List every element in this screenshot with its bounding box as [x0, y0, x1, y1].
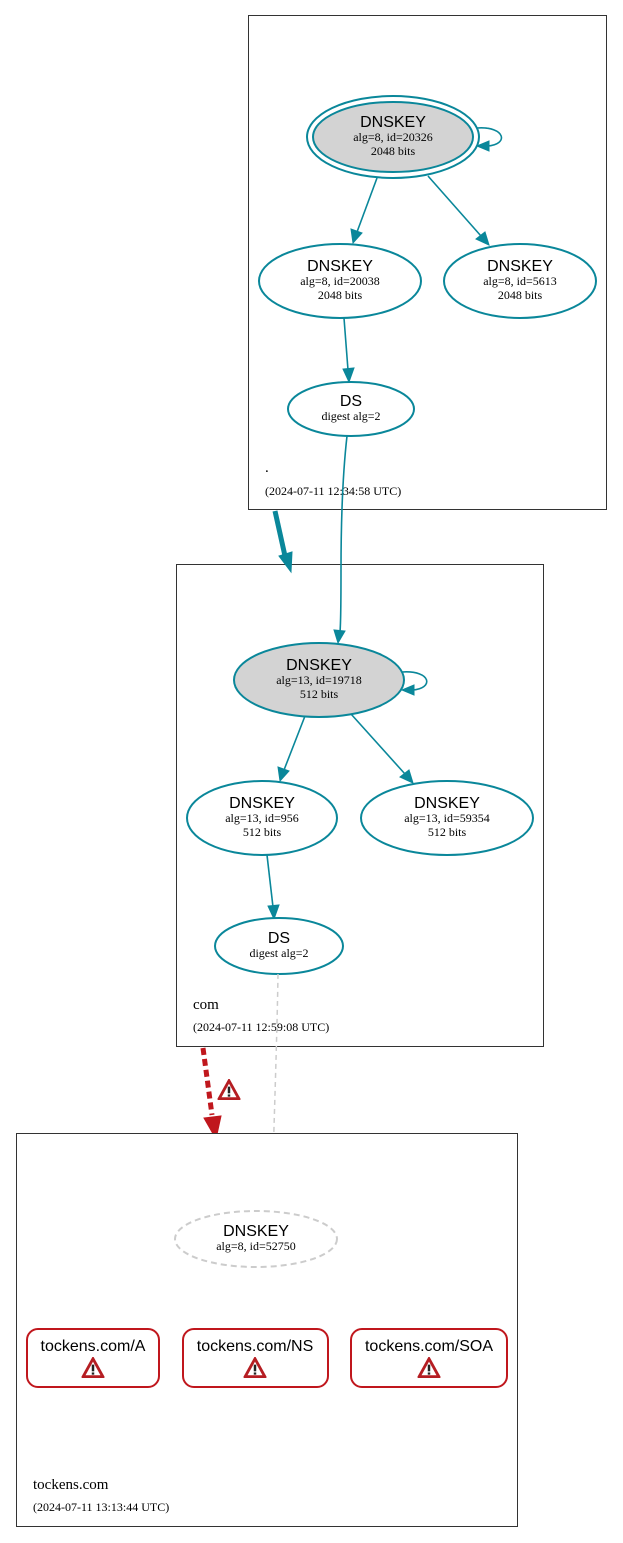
- record-a-label: tockens.com/A: [41, 1338, 146, 1355]
- com-zsk2-bits: 512 bits: [428, 825, 467, 839]
- root-zsk2-node[interactable]: DNSKEY alg=8, id=5613 2048 bits: [443, 243, 597, 319]
- com-ksk-alg: alg=13, id=19718: [276, 673, 362, 687]
- zone-com-label: com: [193, 997, 219, 1013]
- zone-root-label: .: [265, 460, 269, 476]
- root-ksk-to-zsk1-arrow: [350, 228, 363, 245]
- com-ksk-to-zsk1-edge: [283, 715, 306, 771]
- com-to-tockens-delegation-edge: [200, 1047, 215, 1116]
- com-zsk1-to-ds-arrow: [267, 904, 280, 921]
- com-zsk1-title: DNSKEY: [229, 795, 295, 812]
- tockens-dnskey-alg: alg=8, id=52750: [216, 1239, 296, 1253]
- com-zsk2-title: DNSKEY: [414, 795, 480, 812]
- com-zsk2-node[interactable]: DNSKEY alg=13, id=59354 512 bits: [360, 780, 534, 856]
- com-ksk-title: DNSKEY: [286, 657, 352, 674]
- tockens-dnskey-title: DNSKEY: [223, 1223, 289, 1240]
- zone-com: DNSKEY alg=13, id=19718 512 bits DNSKEY …: [176, 564, 544, 1047]
- com-ksk-node[interactable]: DNSKEY alg=13, id=19718 512 bits: [233, 642, 405, 718]
- root-ksk-to-zsk2-edge: [427, 175, 482, 237]
- delegation-warning-icon[interactable]: [217, 1079, 241, 1100]
- root-ksk-to-zsk2-arrow: [475, 231, 490, 246]
- com-ksk-to-zsk2-edge: [350, 713, 406, 775]
- com-zsk1-bits: 512 bits: [243, 825, 282, 839]
- root-zsk1-title: DNSKEY: [307, 258, 373, 275]
- com-ds-digest: digest alg=2: [249, 946, 308, 960]
- zone-tockens: DNSKEY alg=8, id=52750 tockens.com/A toc…: [16, 1133, 518, 1527]
- record-soa-node[interactable]: tockens.com/SOA: [350, 1328, 508, 1388]
- com-zsk1-alg: alg=13, id=956: [225, 811, 299, 825]
- root-ds-node[interactable]: DS digest alg=2: [287, 381, 415, 437]
- zone-tockens-label: tockens.com: [33, 1477, 109, 1493]
- com-ksk-self-edge: [401, 671, 428, 691]
- root-zsk1-node[interactable]: DNSKEY alg=8, id=20038 2048 bits: [258, 243, 422, 319]
- zone-tockens-timestamp: (2024-07-11 13:13:44 UTC): [33, 1500, 169, 1514]
- root-zsk1-to-ds-edge: [343, 317, 349, 371]
- root-zsk2-bits: 2048 bits: [498, 288, 543, 302]
- root-ksk-to-zsk1-edge: [356, 177, 378, 233]
- com-zsk1-node[interactable]: DNSKEY alg=13, id=956 512 bits: [186, 780, 338, 856]
- record-soa-label: tockens.com/SOA: [365, 1338, 493, 1355]
- root-ds-digest: digest alg=2: [321, 409, 380, 423]
- com-ksk-bits: 512 bits: [300, 687, 339, 701]
- root-ds-to-com-ksk-arrow: [333, 629, 346, 645]
- com-zsk2-alg: alg=13, id=59354: [404, 811, 490, 825]
- root-zsk2-alg: alg=8, id=5613: [483, 274, 557, 288]
- com-ksk-self-arrow: [400, 684, 415, 696]
- root-zsk1-alg: alg=8, id=20038: [300, 274, 380, 288]
- record-ns-label: tockens.com/NS: [197, 1338, 313, 1355]
- root-to-com-delegation-arrow: [278, 551, 293, 574]
- root-zsk1-to-ds-arrow: [342, 367, 355, 384]
- root-zsk2-title: DNSKEY: [487, 258, 553, 275]
- zone-com-timestamp: (2024-07-11 12:59:08 UTC): [193, 1020, 329, 1034]
- root-ksk-alg: alg=8, id=20326: [353, 130, 433, 144]
- root-ds-title: DS: [340, 393, 362, 410]
- root-to-com-delegation-edge: [272, 510, 288, 557]
- zone-root: DNSKEY alg=8, id=20326 2048 bits DNSKEY …: [248, 15, 607, 510]
- root-zsk1-bits: 2048 bits: [318, 288, 363, 302]
- root-ds-to-com-ksk-edge: [339, 435, 348, 633]
- com-ds-node[interactable]: DS digest alg=2: [214, 917, 344, 975]
- record-ns-node[interactable]: tockens.com/NS: [182, 1328, 329, 1388]
- root-ksk-bits: 2048 bits: [371, 144, 416, 158]
- zone-root-timestamp: (2024-07-11 12:34:58 UTC): [265, 484, 401, 498]
- tockens-dnskey-node[interactable]: DNSKEY alg=8, id=52750: [174, 1210, 338, 1268]
- com-ds-title: DS: [268, 930, 290, 947]
- com-ksk-to-zsk2-arrow: [399, 769, 414, 784]
- root-ksk-title: DNSKEY: [360, 114, 426, 131]
- com-ksk-to-zsk1-arrow: [277, 766, 290, 783]
- root-ksk-node[interactable]: DNSKEY alg=8, id=20326 2048 bits: [306, 95, 480, 179]
- root-ksk-self-edge: [476, 127, 503, 147]
- com-zsk1-to-ds-edge: [266, 854, 274, 908]
- root-ksk-self-arrow: [475, 140, 490, 152]
- record-a-node[interactable]: tockens.com/A: [26, 1328, 160, 1388]
